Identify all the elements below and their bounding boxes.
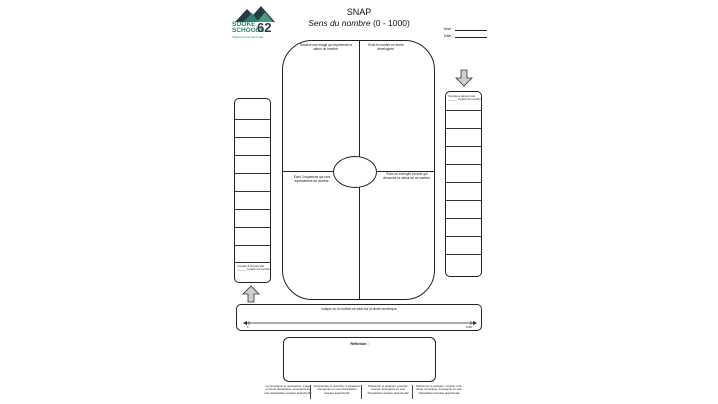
number-line-start: 0 — [247, 326, 249, 329]
subtitle-range: (0 - 1000) — [370, 18, 410, 28]
page-title: SNAP — [346, 7, 372, 17]
number-line-label: Indique où le nombre se situe sur la dro… — [321, 307, 397, 311]
number-line-box: Indique où le nombre se situe sur la dro… — [236, 304, 482, 331]
page-subtitle: Sens du nombre (0 - 1000) — [270, 18, 448, 28]
question-equations: Écris 3 équations qui sont équivalentes … — [293, 175, 331, 183]
district-logo: SOOKE SCHOOLS 62 Shaping Tomorrow Today — [232, 6, 276, 42]
logo-tagline: Shaping Tomorrow Today — [232, 35, 264, 39]
rubric-criterion-4: Raisonner et analyser: compter et la dro… — [416, 384, 462, 395]
name-field[interactable] — [455, 30, 487, 31]
left-count-box: Compte à l'envers par ______ à partir du… — [234, 98, 271, 283]
question-picture: Dessine une image qui représente la vale… — [300, 43, 352, 51]
left-count-label: Compte à l'envers par ______ à partir du… — [237, 264, 270, 272]
center-oval — [333, 156, 377, 188]
name-label: Nom : — [444, 27, 454, 31]
rubric-separator — [412, 385, 413, 399]
question-example: Écris un exemple concret qui démontre la… — [383, 172, 431, 180]
number-line — [243, 321, 477, 325]
arrow-down-icon — [455, 69, 473, 87]
reflection-label: Réflexion : — [350, 342, 369, 346]
reflection-box: Réflexion : — [283, 337, 436, 382]
logo-number: 62 — [257, 20, 272, 35]
mountain-icon — [235, 6, 275, 22]
rubric-separator — [361, 385, 362, 399]
logo-line2: SCHOOLS — [232, 27, 265, 34]
number-line-end: 1000 — [466, 326, 472, 329]
subtitle-italic: Sens du nombre — [308, 18, 371, 28]
right-count-box: Compte à rebours par ______ à partir du … — [445, 91, 482, 277]
date-label: Date : — [444, 34, 454, 38]
logo-line1: SOOKE — [232, 21, 256, 28]
right-count-label: Compte à rebours par ______ à partir du … — [448, 94, 481, 102]
rubric-criterion-1: Communiquer et représenter: image et for… — [264, 384, 312, 395]
rubric-separator — [310, 385, 311, 399]
arrow-up-icon — [242, 285, 260, 303]
rubric-criterion-2: Comprendre et résoudre: 3 équations. éme… — [313, 384, 361, 395]
question-expanded-form: Écris le nombre en forme développée. — [368, 43, 404, 51]
rubric-criterion-3: Raisonner et analyser: exemple concret. … — [367, 384, 409, 395]
date-field[interactable] — [455, 37, 487, 38]
